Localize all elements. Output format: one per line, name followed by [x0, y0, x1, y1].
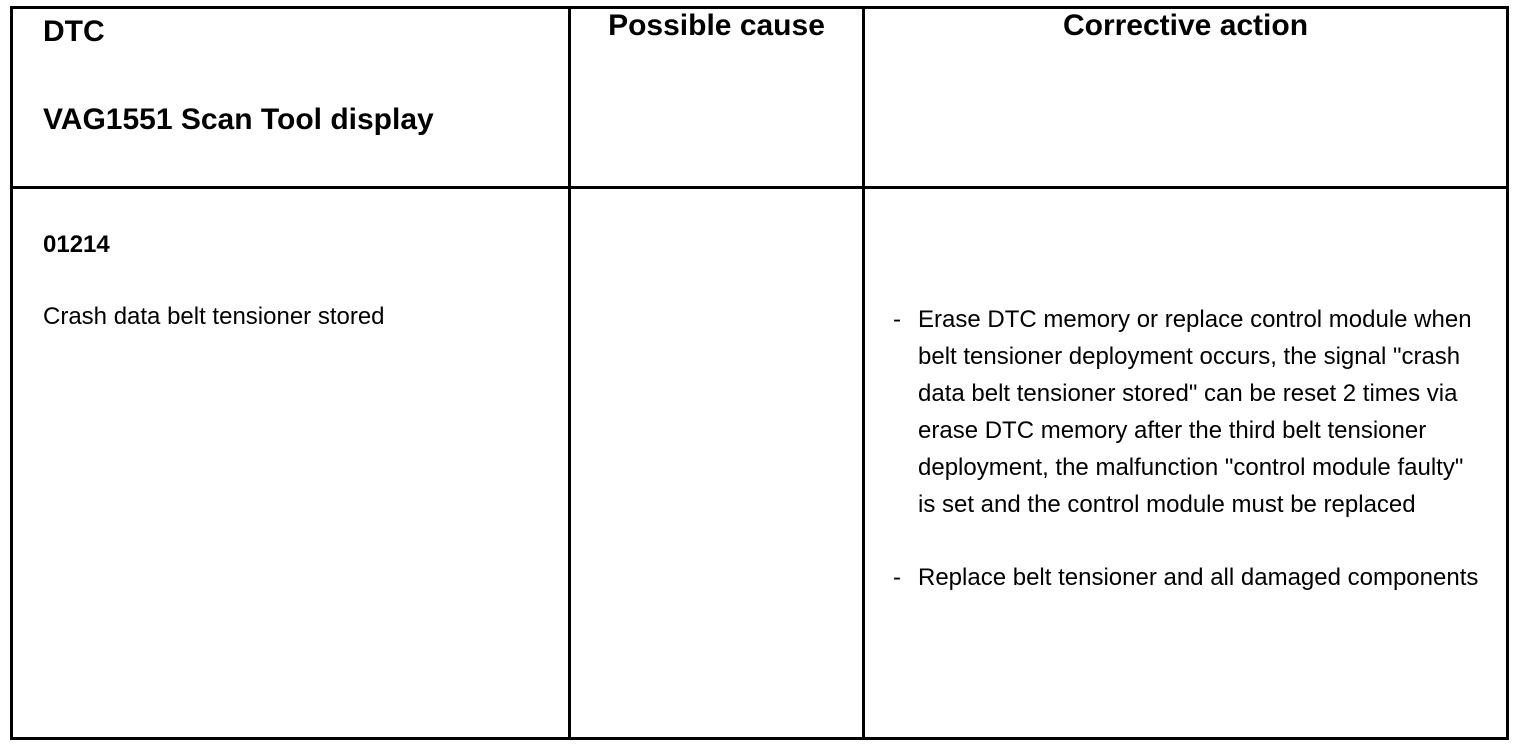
corrective-action-list: - Erase DTC memory or replace control mo…	[893, 301, 1483, 632]
dtc-description: Crash data belt tensioner stored	[43, 303, 385, 330]
header-dtc: DTC	[43, 15, 105, 48]
header-dtc-display: DTC VAG1551 Scan Tool display	[10, 6, 571, 189]
table-row: 01214 Crash data belt tensioner stored -…	[10, 186, 1509, 740]
action-text: Erase DTC memory or replace control modu…	[918, 306, 1472, 518]
dtc-cell: 01214 Crash data belt tensioner stored	[10, 186, 571, 740]
bullet-dash: -	[893, 564, 901, 591]
bullet-dash: -	[893, 306, 901, 333]
header-row: DTC VAG1551 Scan Tool display Possible c…	[10, 6, 1509, 189]
action-text: Replace belt tensioner and all damaged c…	[918, 564, 1479, 591]
header-corrective-action: Corrective action	[862, 6, 1509, 189]
header-scan-tool-display: VAG1551 Scan Tool display	[43, 103, 434, 136]
corrective-action-cell: - Erase DTC memory or replace control mo…	[862, 186, 1509, 740]
possible-cause-cell	[568, 186, 865, 740]
list-item: - Replace belt tensioner and all damaged…	[893, 559, 1483, 596]
header-possible-cause: Possible cause	[568, 6, 865, 189]
list-item: - Erase DTC memory or replace control mo…	[893, 301, 1483, 523]
dtc-code: 01214	[43, 231, 110, 258]
dtc-table: DTC VAG1551 Scan Tool display Possible c…	[10, 6, 1509, 740]
